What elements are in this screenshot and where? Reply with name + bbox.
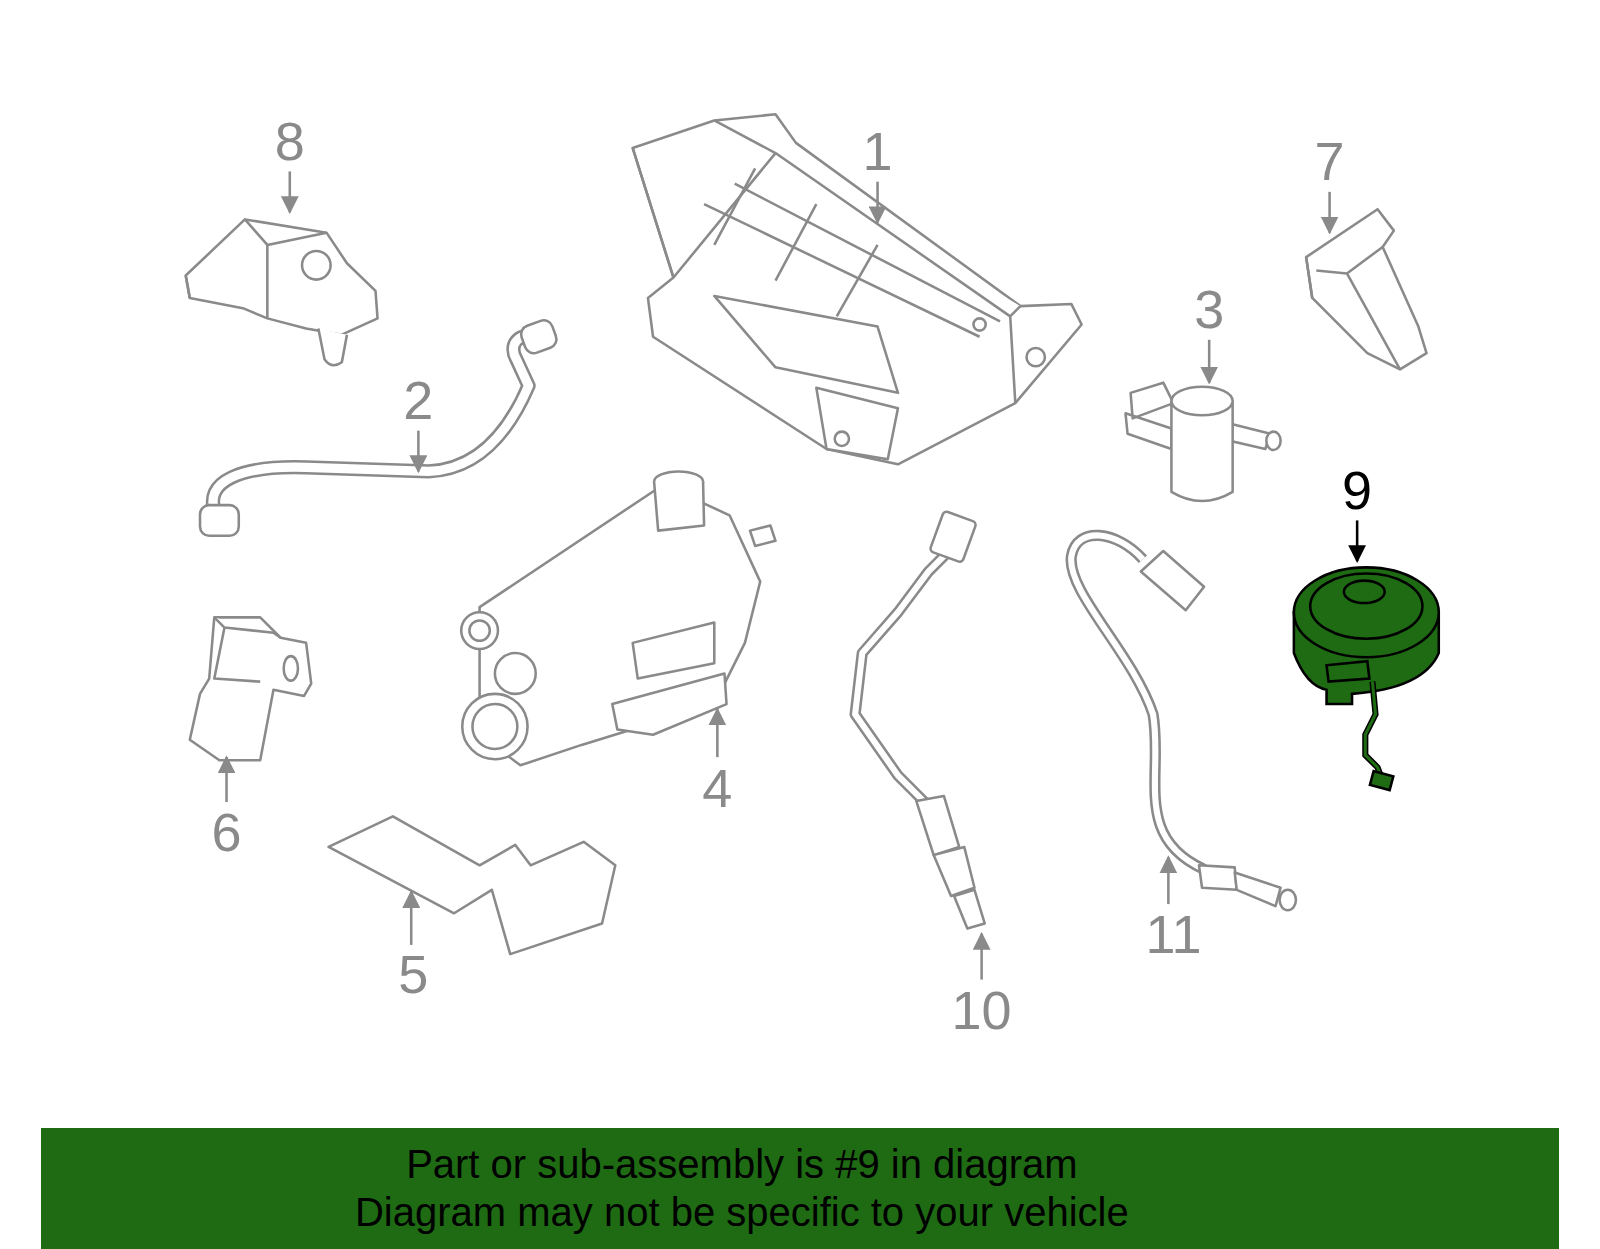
oxygen-sensor-11: [1071, 535, 1296, 910]
callout-number: 6: [211, 805, 241, 859]
callout-number: 4: [702, 761, 732, 815]
callout-number: 3: [1194, 282, 1224, 336]
sensor-6: [190, 617, 311, 760]
notice-text: Part or sub-assembly is #9 in diagram: [355, 1140, 1129, 1188]
bracket-7: [1306, 209, 1426, 369]
oxygen-sensor-10: [855, 511, 985, 929]
callout-number: 9: [1342, 463, 1372, 517]
hose-2: [200, 318, 559, 536]
callout-number: 1: [863, 124, 893, 178]
leader-lines: [227, 171, 1330, 979]
sensor-8: [186, 219, 378, 365]
callout-number: 7: [1315, 134, 1345, 188]
valve-3: [1126, 383, 1281, 501]
gasket-5: [329, 816, 616, 954]
notice-text: Diagram may not be specific to your vehi…: [355, 1188, 1129, 1236]
callout-number: 11: [1145, 907, 1201, 961]
callout-number: 10: [952, 983, 1012, 1037]
highlighted-part-9: [1294, 520, 1439, 790]
callout-number: 5: [398, 947, 428, 1001]
notice-text-group: Part or sub-assembly is #9 in diagramDia…: [355, 1140, 1129, 1236]
bracket-1: [633, 114, 1082, 464]
callout-number: 2: [403, 373, 433, 427]
notice-band: Part or sub-assembly is #9 in diagramDia…: [41, 1128, 1559, 1249]
callout-number: 8: [275, 114, 305, 168]
canister-4: [461, 471, 775, 765]
